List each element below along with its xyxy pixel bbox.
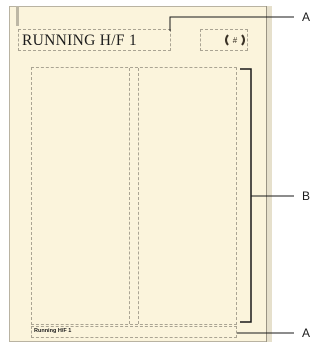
callout-a-top-leader <box>170 17 294 31</box>
callout-a-top: A <box>302 10 310 24</box>
callout-b-bracket <box>240 69 251 322</box>
callout-b: B <box>302 189 310 203</box>
callout-a-bottom: A <box>302 326 310 340</box>
